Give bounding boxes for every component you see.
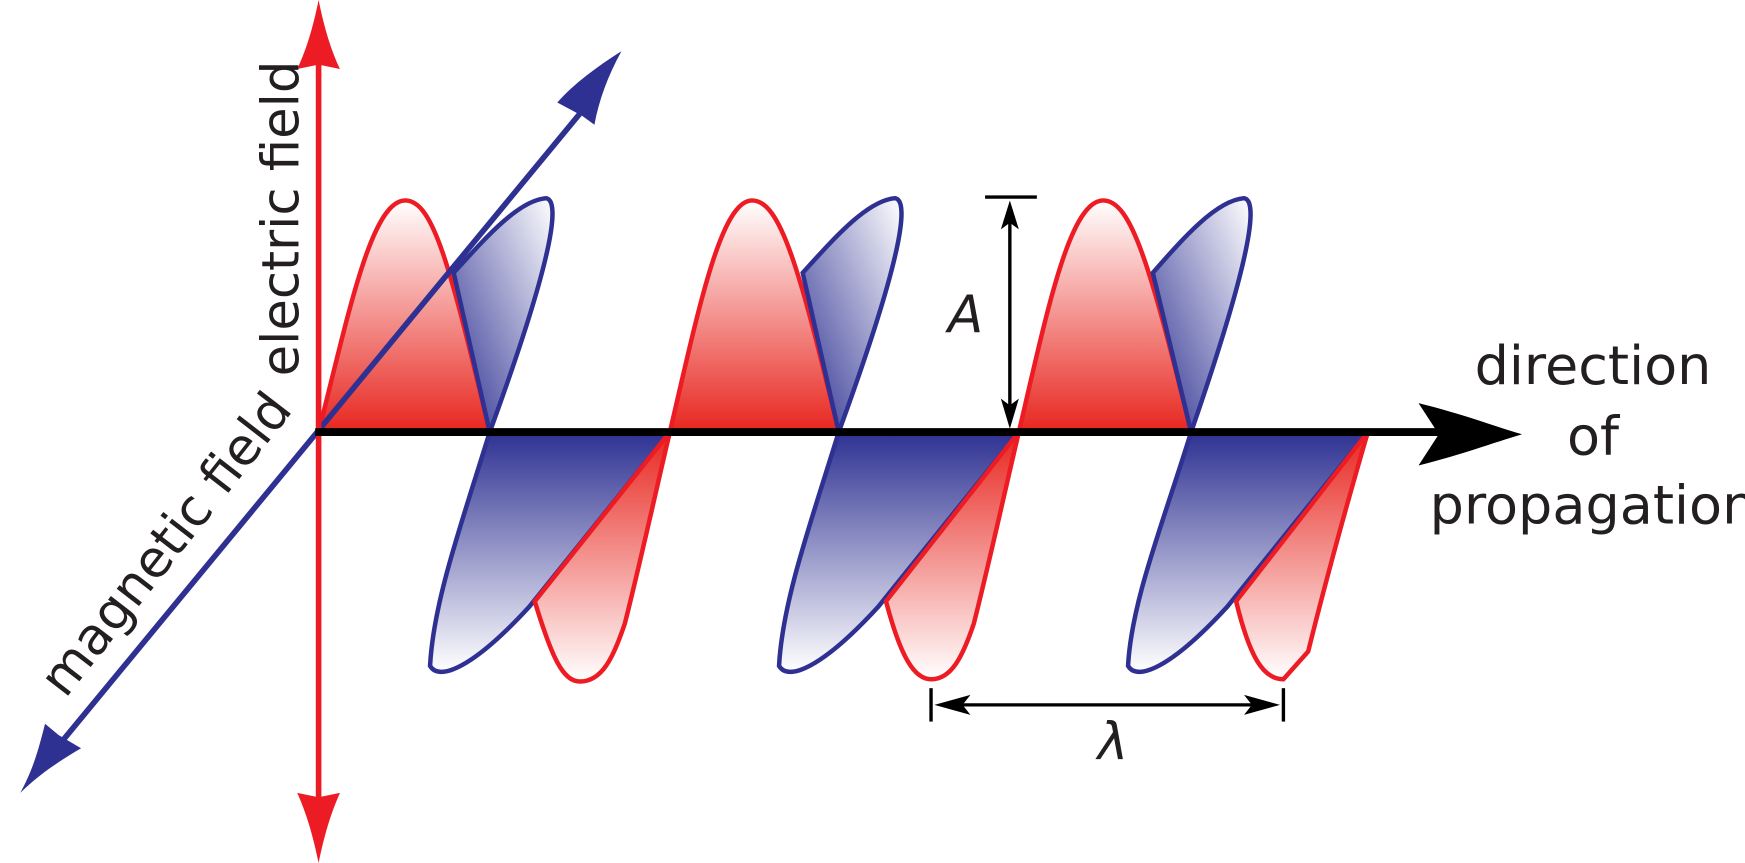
magnetic-lobes-lower [427,429,1373,675]
amplitude-marker: A [945,195,1037,429]
magnetic-lobes-upper [451,195,1253,441]
magnetic-lobe [451,195,555,441]
direction-of-propagation-label: direction of propagation [1430,334,1745,536]
magnetic-field-label: magnetic field [28,381,304,707]
magnetic-lobe [1125,429,1373,675]
amplitude-label: A [945,285,983,345]
propagation-axis [315,403,1523,466]
electric-lobe [667,198,842,435]
arrowhead-icon [1418,403,1523,466]
arrowhead-icon [297,792,340,863]
magnetic-lobe [427,429,675,675]
electric-lobes-upper [315,198,1194,435]
arrowhead-icon [297,0,340,70]
arrowhead-icon [20,723,82,793]
electric-lobes-lower [532,430,1371,684]
magnetic-lobe [776,429,1024,675]
direction-label-line-2: of [1567,405,1620,468]
electric-field-label: electric field [251,61,311,377]
wavelength-marker: λ [929,688,1286,773]
magnetic-lobe [1150,195,1253,441]
arrowhead-icon [1244,694,1281,715]
electric-lobe [1233,430,1371,682]
arrowhead-icon [1000,398,1019,429]
arrowhead-icon [1000,200,1019,230]
magnetic-lobe [800,195,904,441]
arrowhead-icon [934,694,971,715]
wavelength-label: λ [1095,713,1129,773]
electric-lobe [532,430,673,684]
electric-lobe [883,430,1022,682]
direction-label-line-3: propagation [1430,474,1745,537]
arrowhead-icon [557,51,622,125]
direction-label-line-1: direction [1475,334,1712,397]
